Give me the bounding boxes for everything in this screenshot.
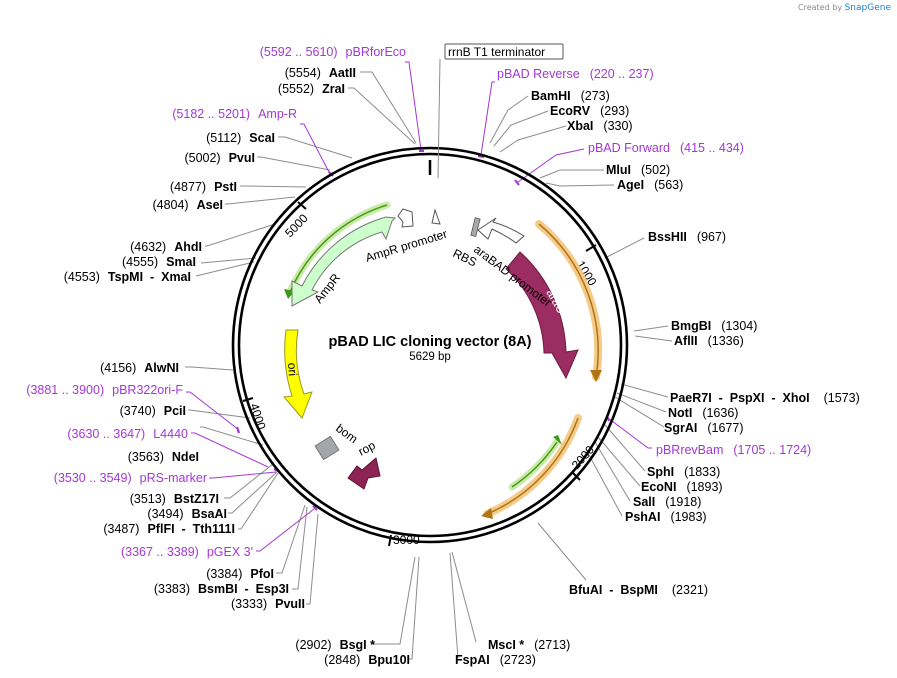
site-bpu10i[interactable]: (2848)Bpu10I <box>324 653 410 667</box>
site-zrai[interactable]: (5552)ZraI <box>278 82 345 96</box>
site-noti[interactable]: NotI(1636) <box>668 406 738 420</box>
site-scai[interactable]: (5112)ScaI <box>206 131 275 145</box>
site-pflfi-tth111i[interactable]: (3487)PflFI - Tth111I <box>103 522 235 536</box>
site-msci[interactable]: MscI *(2713) <box>488 638 570 652</box>
terminator-feature[interactable] <box>431 208 441 225</box>
site-sali[interactable]: SalI(1918) <box>633 495 701 509</box>
site-bfuai-bspmi[interactable]: BfuAI - BspMI(2321) <box>569 583 708 597</box>
site-pcii[interactable]: (3740)PciI <box>120 404 186 418</box>
araC-feature[interactable] <box>505 251 579 380</box>
site-sphi[interactable]: SphI(1833) <box>647 465 720 479</box>
site-pvui-top[interactable]: (5002)PvuI <box>184 151 255 165</box>
site-ahdi[interactable]: (4632)AhdI <box>130 240 202 254</box>
site-bsmbi-esp3i[interactable]: (3383)BsmBI - Esp3I <box>154 582 289 596</box>
terminator-box-label: rrnB T1 terminator <box>448 45 545 59</box>
primer-pbr322ori-f[interactable]: (3881 .. 3900)pBR322ori-F <box>26 383 183 397</box>
site-ecorv[interactable]: EcoRV(293) <box>550 104 629 118</box>
araBAD-promoter-feature[interactable] <box>477 217 525 244</box>
site-mlui[interactable]: MluI(502) <box>606 163 670 177</box>
bom-feature[interactable] <box>314 435 340 461</box>
plasmid-length: 5629 bp <box>409 351 451 363</box>
site-bsshii[interactable]: BssHII(967) <box>648 230 726 244</box>
site-agei[interactable]: AgeI(563) <box>617 178 683 192</box>
backbone-outer <box>231 146 629 544</box>
primer-amp-r[interactable]: (5182 .. 5201)Amp-R <box>172 107 297 121</box>
primer-pgex-3[interactable]: (3367 .. 3389)pGEX 3' <box>121 545 253 559</box>
site-leader-lines <box>185 71 673 660</box>
site-tspmi-xmai[interactable]: (4553)TspMI - XmaI <box>64 270 191 284</box>
ampr-feature[interactable] <box>291 216 397 307</box>
araBAD-promoter-label: araBAD promoter <box>471 242 554 309</box>
site-pfoi[interactable]: (3384)PfoI <box>206 567 274 581</box>
snapgene-credit: Created by SnapGene <box>798 3 891 13</box>
site-sgrai[interactable]: SgrAI(1677) <box>664 421 743 435</box>
site-paer7i-pspxi-xhoi[interactable]: PaeR7I - PspXI - XhoI(1573) <box>670 391 860 405</box>
primer-pbad-reverse[interactable]: pBAD Reverse(220 .. 237) <box>497 67 654 81</box>
orf-arcs <box>284 201 603 519</box>
primer-pbrforeco[interactable]: (5592 .. 5610)pBRforEco <box>260 45 406 59</box>
rop-label: rop <box>356 438 378 459</box>
primer-prs-marker[interactable]: (3530 .. 3549)pRS-marker <box>54 471 207 485</box>
site-ndei[interactable]: (3563)NdeI <box>128 450 199 464</box>
terminator-box <box>444 43 564 60</box>
ori-label: ori <box>285 362 300 376</box>
site-bstz17i[interactable]: (3513)BstZ17I <box>130 492 219 506</box>
tick-3000: 3000 <box>393 533 420 547</box>
site-alwni[interactable]: (4156)AlwNI <box>100 361 179 375</box>
site-aatii[interactable]: (5554)AatII <box>285 66 356 80</box>
site-bmgbi[interactable]: BmgBI(1304) <box>671 319 757 333</box>
primer-leader-lines <box>186 61 652 552</box>
site-xbai[interactable]: XbaI(330) <box>567 119 633 133</box>
bom-label: bom <box>333 421 360 446</box>
site-fspai[interactable]: FspAI(2723) <box>455 653 536 667</box>
rbs-feature[interactable] <box>470 217 481 237</box>
site-asei[interactable]: (4804)AseI <box>152 198 223 212</box>
primer-pbad-forward[interactable]: pBAD Forward(415 .. 434) <box>588 141 744 155</box>
primer-pbrrevbam[interactable]: pBRrevBam(1705 .. 1724) <box>656 443 811 457</box>
site-bamhi[interactable]: BamHI(273) <box>531 89 610 103</box>
site-aflii[interactable]: AflII(1336) <box>674 334 744 348</box>
ampr-promoter-feature[interactable] <box>397 208 414 228</box>
scale-ticks <box>242 201 597 547</box>
site-pvuii[interactable]: (3333)PvuII <box>231 597 305 611</box>
rop-feature[interactable] <box>347 457 381 490</box>
site-bsaai[interactable]: (3494)BsaAI <box>147 507 227 521</box>
site-bsgi[interactable]: (2902)BsgI * <box>295 638 375 652</box>
site-psti[interactable]: (4877)PstI <box>170 180 237 194</box>
tick-5000: 5000 <box>282 211 311 240</box>
terminator-leader <box>437 58 441 179</box>
ori-feature[interactable] <box>283 329 313 419</box>
site-econi[interactable]: EcoNI(1893) <box>641 480 723 494</box>
site-pshai[interactable]: PshAI(1983) <box>625 510 707 524</box>
plasmid-title: pBAD LIC cloning vector (8A) <box>328 334 531 350</box>
backbone-inner <box>237 152 623 538</box>
site-smai[interactable]: (4555)SmaI <box>122 255 196 269</box>
primer-l4440[interactable]: (3630 .. 3647)L4440 <box>67 427 188 441</box>
